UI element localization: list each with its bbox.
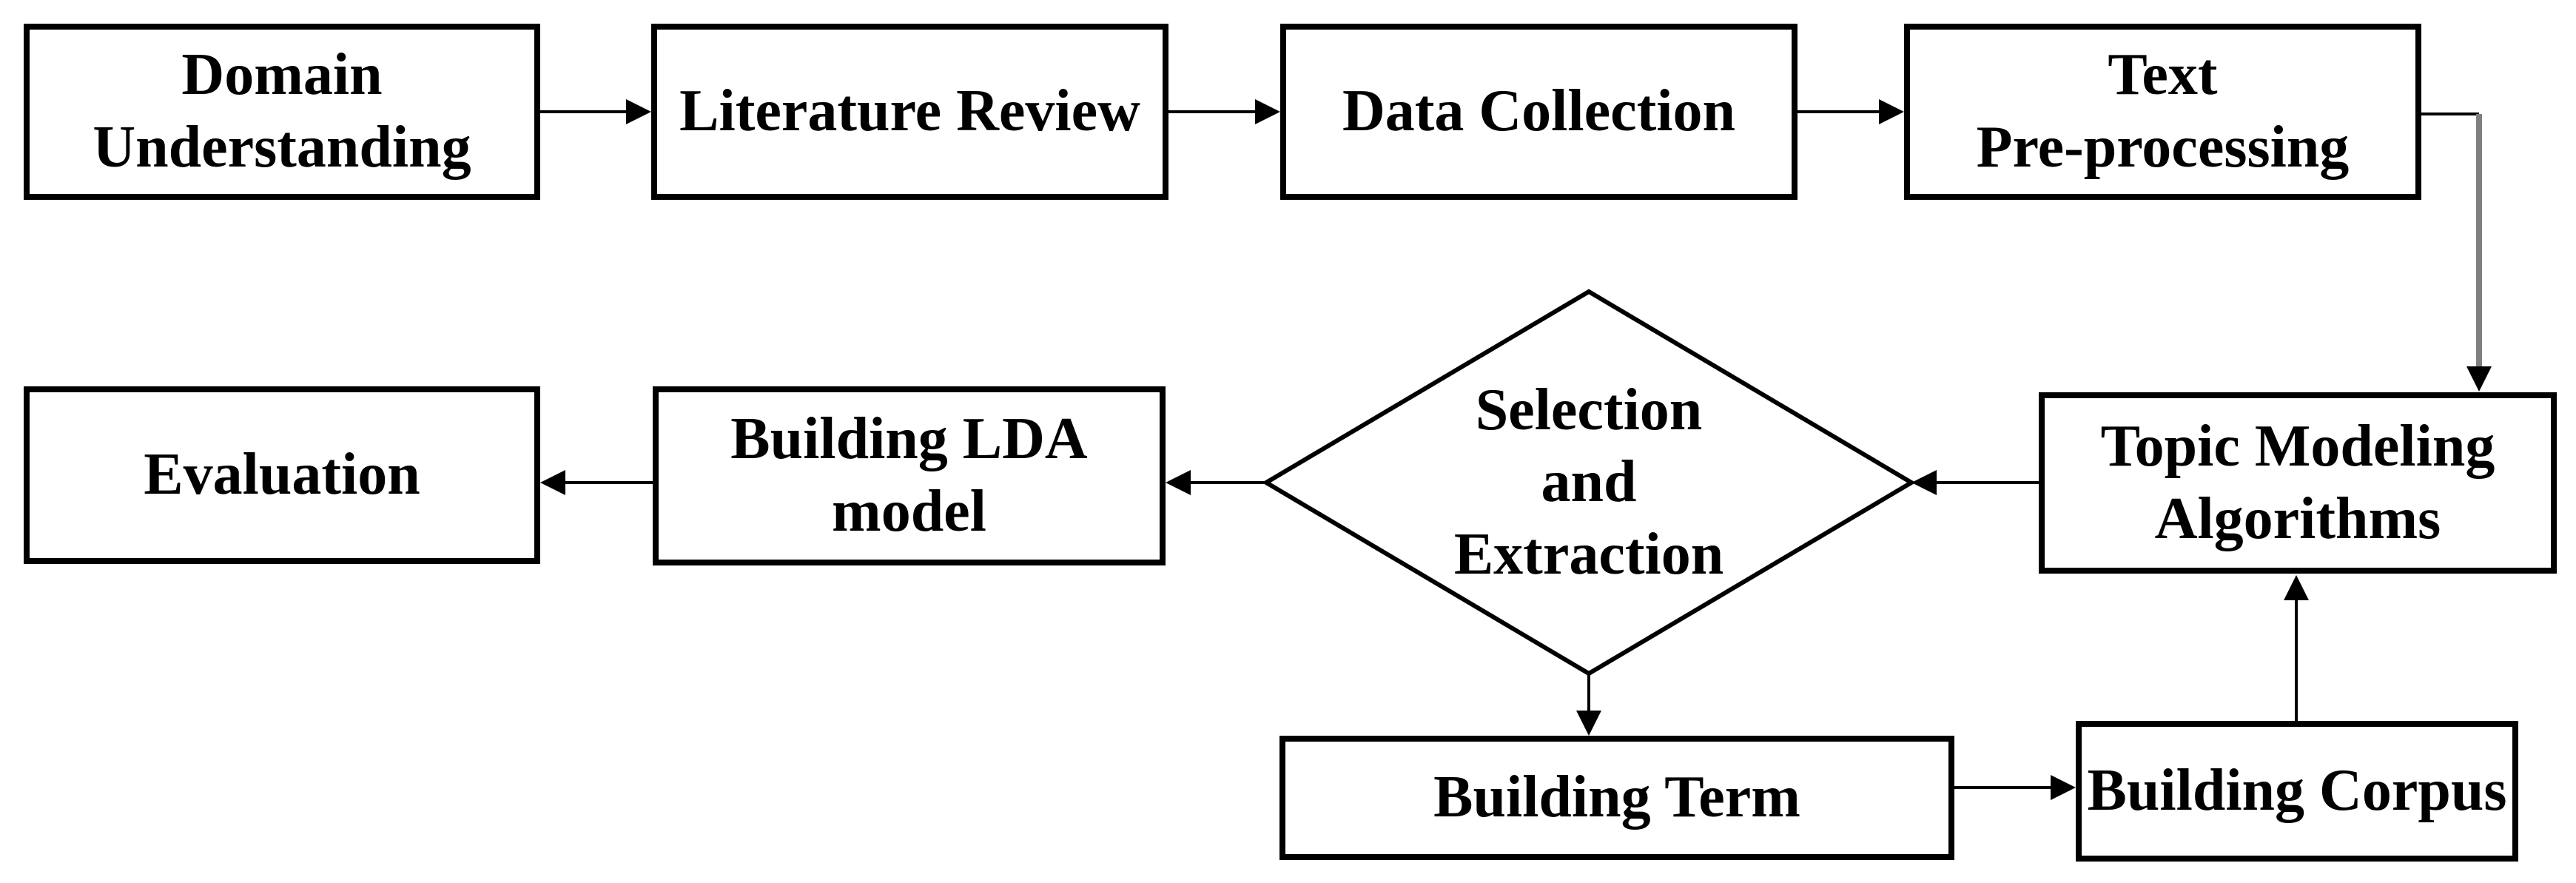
node-label: Literature Review [679, 78, 1140, 144]
arrowhead-left-icon [540, 470, 565, 495]
node-text-preprocessing: Text Pre-processing [1904, 24, 2421, 200]
node-label: Building Corpus [2087, 758, 2507, 824]
edge-buildingterm-to-buildingcorpus [1954, 775, 2076, 800]
edge-diamond-to-buildingterm [1576, 674, 1601, 736]
edge-topicmodeling-to-diamond [1911, 470, 2039, 495]
arrowhead-right-icon [1879, 99, 1904, 124]
node-literature-review: Literature Review [651, 24, 1168, 200]
node-label: Data Collection [1342, 78, 1735, 144]
arrowhead-up-icon [2284, 575, 2309, 600]
node-label: Selection and Extraction [1453, 377, 1724, 587]
arrowhead-right-icon [626, 99, 651, 124]
node-selection-and-extraction: Selection and Extraction [1266, 292, 1911, 674]
node-label: Domain Understanding [93, 42, 471, 180]
node-building-corpus: Building Corpus [2076, 721, 2518, 862]
decision-diamond-shape [1262, 289, 1916, 676]
node-data-collection: Data Collection [1280, 24, 1798, 200]
arrowhead-right-icon [1255, 99, 1280, 124]
node-label: Text Pre-processing [1976, 42, 2350, 180]
node-label: Evaluation [144, 442, 420, 508]
edge-textpre-to-topicmodeling [2420, 113, 2492, 392]
node-building-term: Building Term [1279, 736, 1954, 860]
arrowhead-left-icon [1166, 470, 1191, 495]
arrowhead-left-icon [1911, 470, 1937, 495]
edge-literature-to-datacollection [1168, 99, 1280, 124]
edge-lda-to-evaluation [540, 470, 653, 495]
edge-domain-to-literature [540, 99, 651, 124]
arrowhead-right-icon [2051, 775, 2076, 800]
node-building-lda-model: Building LDA model [653, 386, 1166, 565]
edge-buildingcorpus-to-topicmodeling [2284, 575, 2309, 721]
node-label: Topic Modeling Algorithms [2100, 413, 2495, 551]
edge-datacollection-to-textpre [1798, 99, 1904, 124]
node-topic-modeling-algorithms: Topic Modeling Algorithms [2039, 392, 2557, 574]
node-label: Building LDA model [730, 406, 1088, 544]
node-evaluation: Evaluation [24, 386, 540, 564]
arrowhead-down-icon [1576, 711, 1601, 736]
edge-diamond-to-lda [1166, 470, 1266, 495]
node-label: Building Term [1433, 765, 1800, 830]
arrowhead-down-icon [2466, 366, 2492, 392]
node-domain-understanding: Domain Understanding [24, 24, 540, 200]
